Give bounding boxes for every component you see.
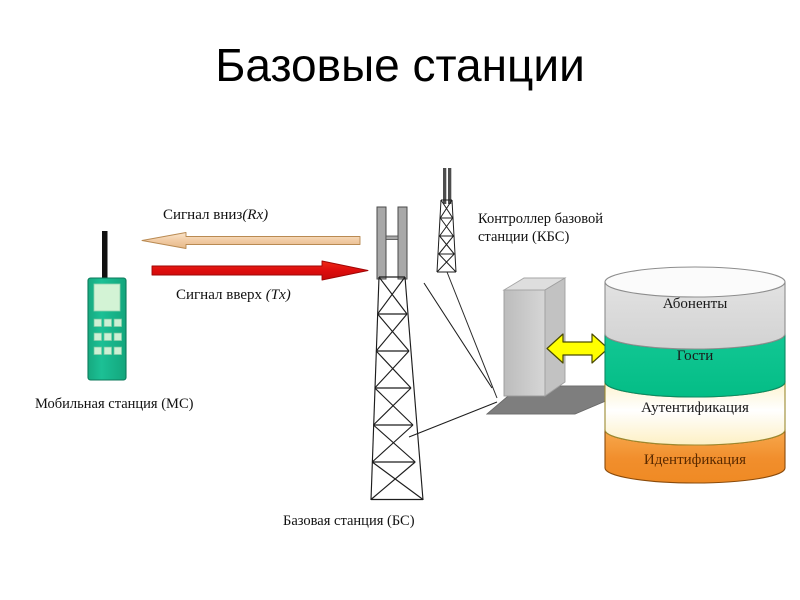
page-title: Базовые станции <box>215 39 585 91</box>
phone-keypad <box>93 318 122 355</box>
cylinder-layer-subscribers-top <box>604 266 786 298</box>
bsc-tower <box>436 168 498 399</box>
label-base-station: Базовая станция (БС) <box>283 513 415 529</box>
mobile-phone-graphic <box>87 231 127 381</box>
cylinder-layer-subscribers <box>604 281 786 350</box>
downlink-arrow <box>141 232 361 249</box>
cylinder-layer-authentication <box>604 381 786 446</box>
cylinder-label-authentication: Аутентификация <box>641 400 749 416</box>
phone-antenna-icon <box>102 231 108 280</box>
label-signal-downlink: Сигнал вниз(Rx) <box>163 206 268 225</box>
tower-antenna-crossbar <box>385 235 399 240</box>
tower-antenna-left <box>376 206 387 280</box>
tower-to-building-links <box>408 282 498 438</box>
bsc-building-graphic <box>485 277 609 415</box>
uplink-arrow <box>151 260 369 281</box>
cylinder-label-identification: Идентификация <box>643 452 747 468</box>
label-signal-uplink: Сигнал вверх (Tx) <box>176 286 291 305</box>
label-signal-downlink-text: Сигнал вниз <box>163 207 243 223</box>
label-signal-downlink-suffix: (Rx) <box>242 207 269 223</box>
label-mobile-station: Мобильная станция (МС) <box>35 396 194 412</box>
bsc-tower-antenna-a <box>443 168 447 204</box>
tower-antenna-right <box>397 206 408 280</box>
phone-screen <box>93 283 121 312</box>
label-bsc-line-1: Контроллер базовой <box>478 211 604 227</box>
tower-lattice <box>370 276 424 501</box>
bsc-tower-lattice <box>436 199 457 273</box>
cylinder-label-subscribers: Абоненты <box>662 296 728 312</box>
cylinder-layer-guests <box>604 333 786 398</box>
base-station-tower <box>370 206 424 501</box>
label-signal-uplink-text: Сигнал вверх <box>176 287 262 303</box>
bsc-tower-antenna-b <box>448 168 452 204</box>
label-signal-uplink-suffix: (Tx) <box>265 287 291 303</box>
building-side-face <box>544 277 566 397</box>
database-cylinder <box>604 266 786 484</box>
label-bsc-controller: Контроллер базовой станции (КБС) <box>478 210 603 246</box>
label-bsc-line-2: станции (КБС) <box>478 229 570 246</box>
building-front-face <box>503 289 546 397</box>
bsc-feeder-line <box>446 271 498 399</box>
cylinder-label-guests: Гости <box>676 348 714 364</box>
